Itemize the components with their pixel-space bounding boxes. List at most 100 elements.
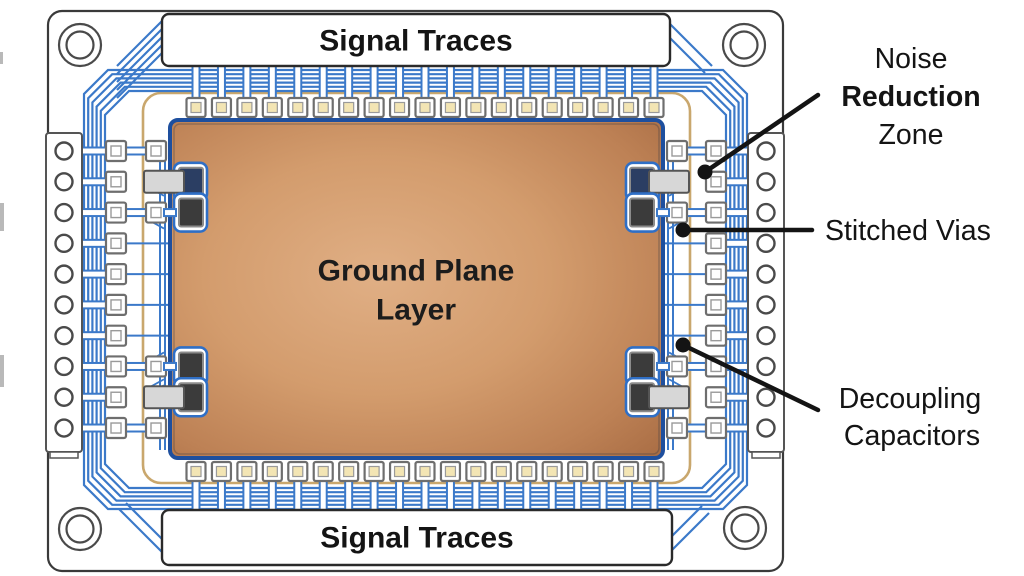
capacitor-gray-body [648,385,690,410]
signal-traces-box-bottom [160,508,674,567]
io-pad-center [470,101,482,114]
via-strip-endcap [751,451,781,459]
trace-stub [685,146,709,156]
noise-zone-boundary [141,91,692,485]
trace-stub [318,476,328,515]
capacitor-gray-body [648,169,690,194]
trace-stub [79,208,109,218]
io-pad-center [215,465,228,478]
mounting-hole-inner [729,30,759,60]
leader-dot [675,222,691,238]
trace-stub [445,476,455,515]
side-pad-center [110,391,122,403]
via-hole [54,233,74,254]
corner-fan-trace [669,37,706,74]
trace-stub [725,269,750,279]
side-pad-center [710,299,722,311]
bus-trace [91,77,740,502]
decoupling-label-line1: Decoupling [839,383,982,415]
via-strip-endcap [49,451,79,459]
trace-stub [124,423,149,433]
via-hole [756,172,776,192]
trace-stub [79,177,109,187]
trace-stub [79,361,109,371]
io-pad-center [495,465,507,478]
signal-trace-boxes [160,12,674,567]
io-pad-center [546,465,558,478]
leader-line [680,342,821,413]
trace-stub [685,361,709,371]
io-pad-center [419,465,431,478]
via-hole [54,141,74,161]
via-hole [54,202,74,223]
via-hole [54,172,74,192]
via-hole [756,264,776,284]
trace-stub [547,476,557,515]
capacitor-stub [656,361,670,371]
noise-zone-label-line1: Noise [875,43,948,75]
trace-stub [395,476,405,515]
io-pad-center [393,101,406,114]
trace-stub [496,476,506,515]
trace-stub [242,476,252,515]
ground-plane-copper [168,118,665,460]
trace-stub [420,476,430,515]
ground-plane-label-line1: Ground Plane [318,255,515,288]
side-pad-center [671,145,683,157]
io-pad-center [292,101,304,114]
trace-stub [267,476,277,515]
side-pad-center [710,176,722,188]
io-pad-center [343,465,355,478]
trace-stub [79,146,109,156]
trace-stub [725,208,750,218]
via-hole [756,387,776,407]
io-pad-center [368,465,380,478]
corner-fan-trace [669,512,710,553]
trace-stub [725,392,750,402]
trace-stub [124,361,149,371]
io-pad-center [190,101,202,114]
corner-fan-trace [118,508,164,554]
io-pad-center [444,465,457,478]
side-pad-center [110,145,122,157]
capacitor-gray-body [143,169,185,194]
trace-stub [344,476,354,515]
side-pad-center [150,360,162,373]
io-pad-center [393,465,406,478]
edge-artifact [0,52,3,64]
bus-trace [87,73,744,506]
corner-trace-fans [116,19,713,554]
bus-trace [95,81,736,498]
capacitor-body [629,197,655,228]
io-pad-center [419,101,431,114]
side-pad-center [710,145,722,157]
trace-stub [344,62,354,102]
via-hole [756,356,776,377]
trace-stub [79,331,109,341]
trace-stub [318,62,328,102]
side-pad-center [710,391,722,403]
leader-line [702,92,821,175]
trace-stub [216,476,226,515]
trace-stub [573,476,583,515]
trace-stub [624,62,634,102]
annotation-leaders [675,92,821,413]
side-pad-center [150,422,162,434]
trace-stub [267,62,277,102]
noise-zone-label-line2: Reduction [841,81,980,113]
trace-stub [522,476,532,515]
side-pad-center [110,268,122,280]
capacitor-stub [163,208,177,218]
via-hole [54,387,74,407]
trace-stub [496,62,506,102]
via-strips [45,132,785,459]
side-pad-center [110,237,122,250]
io-pad-center [521,465,533,478]
mounting-holes [57,22,768,552]
capacitor-body [178,197,204,228]
via-hole [54,264,74,284]
leader-dot [675,337,691,353]
edge-artifact [0,203,4,231]
trace-stub [191,476,201,515]
